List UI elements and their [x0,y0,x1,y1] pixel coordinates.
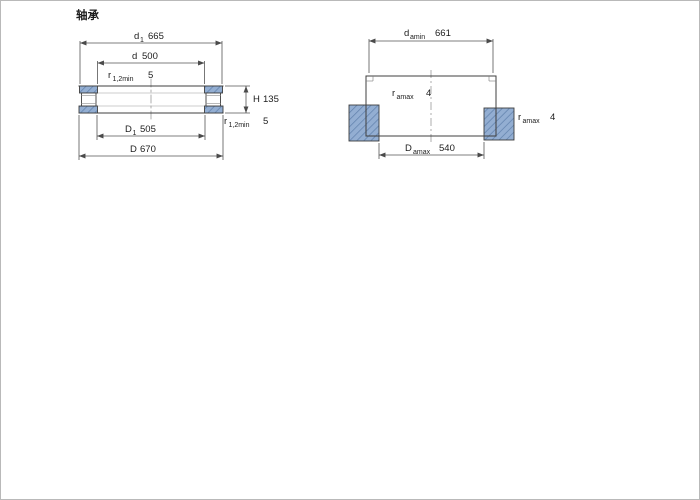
dim-label-value: 4 [550,112,555,123]
dim-label-value: 5 [263,116,268,127]
dim-label-symbol: r [392,88,395,99]
dim-label-subscript: 1 [140,37,144,44]
dim-label-symbol: D [405,143,412,154]
dim-ramax-top: r amax 4 [392,88,431,101]
housing-shoulder-block [483,107,515,141]
dim-label-value: 670 [140,144,156,155]
dim-label-value: 5 [148,70,153,81]
dim-label-value: 4 [426,88,431,99]
dim-D1: D 1 505 [96,115,206,140]
housing-washer-section-left [78,105,98,114]
dim-label-symbol: D [130,144,137,155]
left-view-bearing-section [78,78,224,121]
dim-label-subscript: amax [413,149,431,156]
housing-washer-section-right [204,105,224,114]
dim-label-symbol: r [224,116,227,127]
dim-label-subscript: amax [523,118,541,125]
dim-r12-bottom: r 1,2min 5 [224,116,268,129]
shaft-washer-section-left [79,85,98,94]
roller-section-right [205,92,221,107]
dim-label-subscript: amax [397,94,415,101]
shaft-shoulder-block [348,104,380,142]
dim-label-symbol: d [404,28,409,39]
dim-D: D 670 [78,115,224,160]
dim-label-value: 135 [263,94,279,105]
dim-label-symbol: d [132,51,137,62]
dim-label-symbol: r [108,70,111,81]
dim-label-symbol: d [134,31,139,42]
dim-label-symbol: D [125,124,132,135]
dim-H: H 135 [225,85,279,114]
dim-ramax-right: r amax 4 [518,112,555,125]
dim-label-value: 540 [439,143,455,154]
dim-label-value: 505 [140,124,156,135]
right-view-abutment-section [348,70,515,142]
dim-d1: d 1 665 [79,31,223,84]
dim-r12-top: r 1,2min 5 [108,70,153,83]
dim-label-symbol: r [518,112,521,123]
dim-label-value: 665 [148,31,164,42]
dim-Damax: D amax 540 [378,142,485,159]
dim-label-value: 661 [435,28,451,39]
dim-label-subscript: 1,2min [229,122,250,129]
bearing-envelope-outline [365,75,497,137]
dim-damin: d amin 661 [368,28,494,73]
dim-label-value: 500 [142,51,158,62]
roller-section-left [81,92,97,107]
shaft-washer-section-right [204,85,223,94]
dim-label-subscript: amin [410,34,425,41]
dim-d: d 500 [97,51,205,84]
dim-label-symbol: H [253,94,260,105]
dim-label-subscript: 1 [133,130,137,137]
dim-label-subscript: 1,2min [113,76,134,83]
page-title: 轴承 [76,8,99,22]
